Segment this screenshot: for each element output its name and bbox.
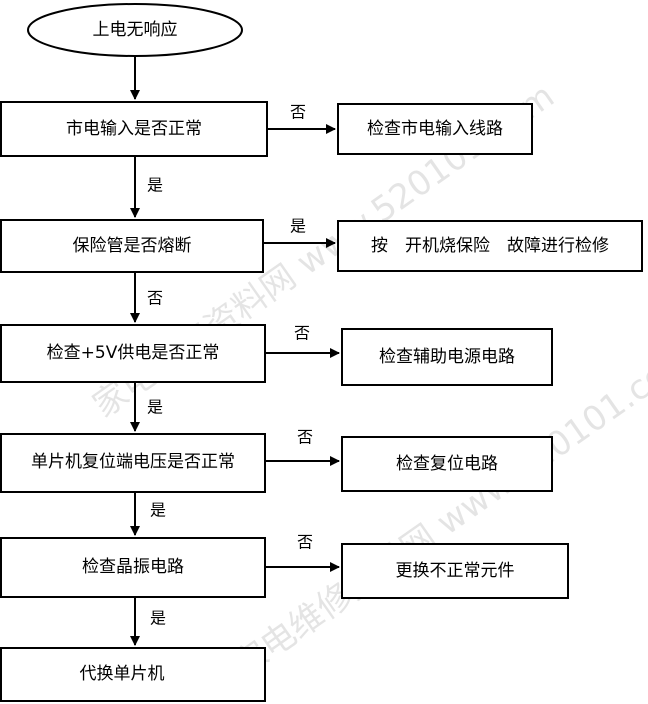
fuse-check-label: 保险管是否熔断 (73, 236, 192, 256)
aux-power-box (341, 328, 553, 386)
supply-5v-down-label: 是 (147, 398, 163, 417)
replace-parts-box (341, 543, 569, 599)
check-mains-side-label: 否 (290, 103, 306, 122)
fuse-check-side-label: 是 (290, 217, 306, 236)
fuse-repair-label: 按 开机烧保险 故障进行检修 (371, 236, 609, 256)
start-node-label: 上电无响应 (93, 20, 178, 40)
check-mains-down-label: 是 (147, 176, 163, 195)
mains-line-box (337, 103, 533, 155)
aux-power-label: 检查辅助电源电路 (379, 347, 515, 367)
reset-voltage-side-label: 否 (297, 428, 313, 447)
crystal-side-label: 否 (297, 533, 313, 552)
mains-line-label: 检查市电输入线路 (367, 119, 503, 139)
fuse-check-box (0, 219, 264, 273)
check-mains-label: 市电输入是否正常 (66, 119, 202, 139)
supply-5v-side-label: 否 (294, 324, 310, 343)
replace-mcu-box (0, 647, 266, 702)
crystal-label: 检查晶振电路 (82, 557, 184, 577)
reset-circuit-label: 检查复位电路 (396, 454, 498, 474)
fuse-check-down-label: 否 (147, 289, 163, 308)
reset-circuit-box (341, 436, 553, 492)
watermark-text-2: 家电维修资料网 www.520101.com (226, 336, 648, 686)
replace-mcu-label: 代换单片机 (80, 664, 165, 684)
reset-voltage-box (0, 433, 266, 493)
fuse-repair-box (337, 220, 643, 272)
reset-voltage-down-label: 是 (150, 501, 166, 520)
replace-parts-label: 更换不正常元件 (396, 561, 515, 581)
crystal-down-label: 是 (150, 609, 166, 628)
supply-5v-label: 检查+5V供电是否正常 (47, 343, 220, 363)
reset-voltage-label: 单片机复位端电压是否正常 (31, 452, 235, 472)
